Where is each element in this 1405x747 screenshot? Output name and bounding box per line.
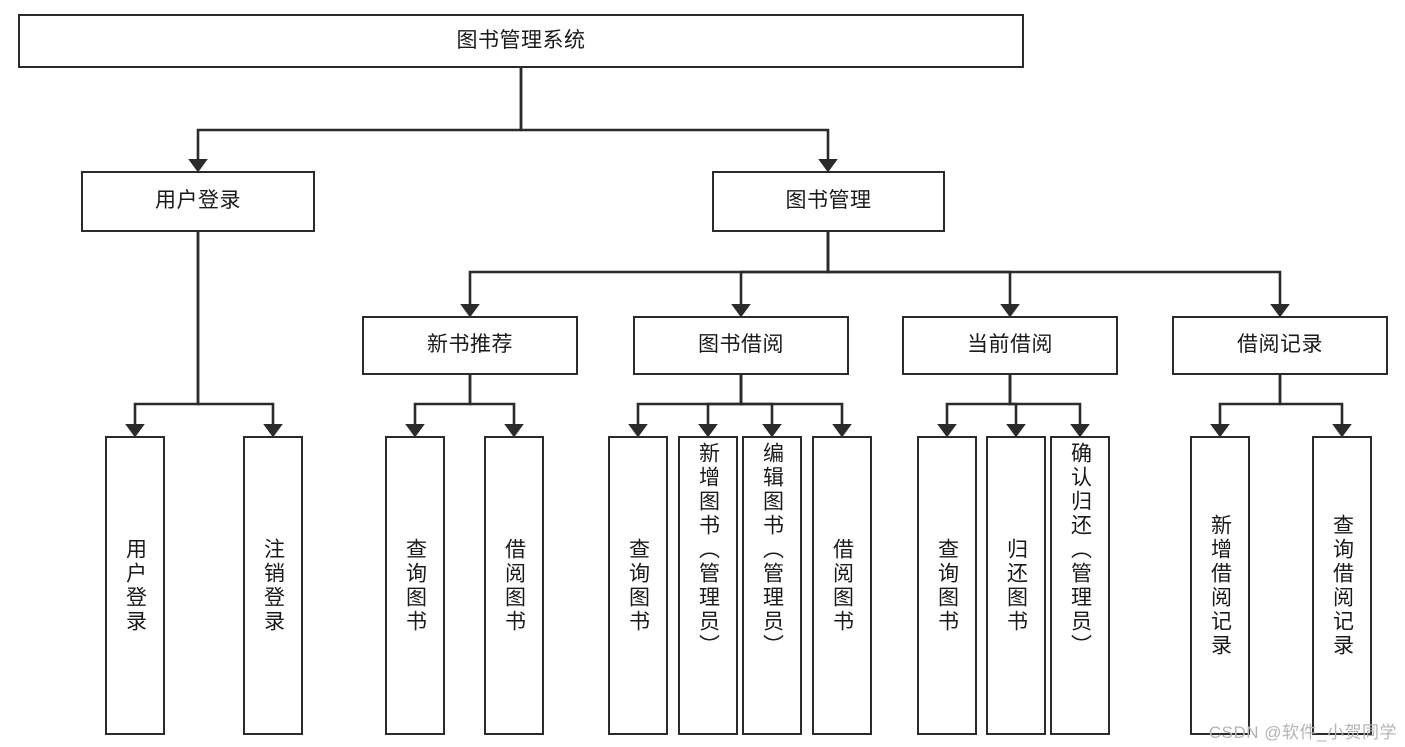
connector-edge bbox=[125, 232, 200, 438]
connector-edge bbox=[405, 375, 472, 438]
leaf-node-12[interactable]: 查询借阅记录 bbox=[1312, 436, 1372, 735]
leaf-node-8[interactable]: 查询图书 bbox=[917, 436, 977, 735]
leaf-node-label: 编辑图书（管理员） bbox=[760, 442, 784, 658]
leaf-node-4[interactable]: 查询图书 bbox=[608, 436, 668, 735]
connector-edge bbox=[1008, 375, 1090, 438]
leaf-node-1[interactable]: 注销登录 bbox=[243, 436, 303, 735]
tree-node-l3-2[interactable]: 当前借阅 bbox=[902, 316, 1118, 375]
connector-edge bbox=[739, 375, 782, 438]
tree-node-label: 用户登录 bbox=[155, 189, 241, 213]
leaf-node-label: 用户登录 bbox=[123, 537, 147, 634]
leaf-node-2[interactable]: 查询图书 bbox=[385, 436, 445, 735]
connector-edge bbox=[826, 232, 1020, 318]
connector-edge bbox=[1210, 375, 1282, 438]
leaf-node-label: 归还图书 bbox=[1004, 537, 1028, 634]
connector-edge bbox=[460, 232, 830, 318]
connector-edge bbox=[739, 375, 852, 438]
leaf-node-11[interactable]: 新增借阅记录 bbox=[1190, 436, 1250, 735]
leaf-node-label: 借阅图书 bbox=[830, 537, 854, 634]
connector-edge bbox=[468, 375, 524, 438]
connector-edge bbox=[826, 232, 1290, 318]
tree-node-l2-0[interactable]: 用户登录 bbox=[81, 171, 315, 232]
tree-node-label: 图书管理 bbox=[785, 189, 872, 213]
tree-node-label: 当前借阅 bbox=[967, 333, 1053, 357]
leaf-node-label: 借阅图书 bbox=[502, 537, 526, 634]
leaf-node-label: 新增图书（管理员） bbox=[696, 442, 720, 658]
connector-group bbox=[125, 68, 1352, 438]
connector-edge bbox=[628, 375, 743, 438]
tree-node-label: 图书借阅 bbox=[698, 333, 784, 357]
leaf-node-7[interactable]: 借阅图书 bbox=[812, 436, 872, 735]
leaf-node-label: 查询借阅记录 bbox=[1330, 513, 1354, 658]
leaf-node-label: 查询图书 bbox=[626, 537, 650, 634]
leaf-node-9[interactable]: 归还图书 bbox=[986, 436, 1046, 735]
connector-edge bbox=[196, 232, 283, 438]
connector-edge bbox=[937, 375, 1012, 438]
leaf-node-6[interactable]: 编辑图书（管理员） bbox=[742, 436, 802, 735]
tree-node-label: 新书推荐 bbox=[427, 333, 513, 357]
leaf-node-label: 新增借阅记录 bbox=[1208, 513, 1232, 658]
connector-edge bbox=[698, 375, 743, 438]
leaf-node-3[interactable]: 借阅图书 bbox=[484, 436, 544, 735]
tree-node-root[interactable]: 图书管理系统 bbox=[18, 14, 1024, 68]
leaf-node-10[interactable]: 确认归还（管理员） bbox=[1050, 436, 1110, 735]
leaf-node-label: 确认归还（管理员） bbox=[1068, 442, 1092, 658]
connector-edge bbox=[731, 232, 830, 318]
tree-node-l3-3[interactable]: 借阅记录 bbox=[1172, 316, 1388, 375]
connector-edge bbox=[1278, 375, 1352, 438]
leaf-node-0[interactable]: 用户登录 bbox=[105, 436, 165, 735]
connector-edge bbox=[188, 68, 523, 173]
connector-edge bbox=[519, 68, 838, 173]
leaf-node-label: 查询图书 bbox=[403, 537, 427, 634]
tree-node-label: 借阅记录 bbox=[1237, 333, 1323, 357]
leaf-node-5[interactable]: 新增图书（管理员） bbox=[678, 436, 738, 735]
watermark-text: CSDN @软件_小贺同学 bbox=[1208, 723, 1397, 742]
tree-node-l3-1[interactable]: 图书借阅 bbox=[633, 316, 849, 375]
leaf-node-label: 注销登录 bbox=[261, 537, 285, 634]
leaf-node-label: 查询图书 bbox=[935, 537, 959, 634]
tree-node-l2-1[interactable]: 图书管理 bbox=[712, 171, 945, 232]
tree-node-label: 图书管理系统 bbox=[456, 28, 586, 52]
tree-node-l3-0[interactable]: 新书推荐 bbox=[362, 316, 578, 375]
